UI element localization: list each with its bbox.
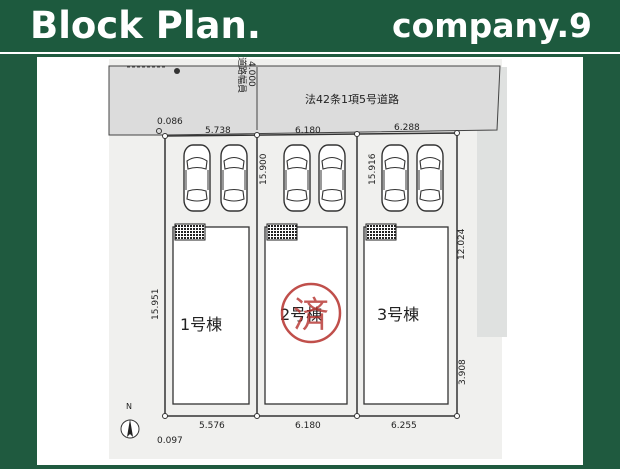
car-icon (220, 144, 248, 212)
dim-vertical-0: 15.900 (259, 153, 269, 185)
house-1-footprint (172, 226, 250, 405)
road (108, 65, 501, 136)
car-icon (283, 144, 311, 212)
compass-label: N (126, 402, 132, 411)
header-bar: Block Plan. company.9 (0, 0, 620, 54)
corner-marker (354, 413, 360, 419)
dim-vertical-3: 15.951 (151, 289, 161, 321)
dim-top-1: 5.738 (205, 126, 231, 136)
dim-top-0: 0.086 (157, 117, 183, 127)
corner-marker (254, 413, 260, 419)
stair-icon (174, 223, 206, 241)
corner-marker (354, 131, 360, 137)
car-icon (381, 144, 409, 212)
corner-marker (454, 413, 460, 419)
road-label: 法42条1項5号道路 (305, 92, 399, 106)
dim-bottom-0: 5.576 (199, 421, 225, 431)
corner-marker (162, 413, 168, 419)
corner-marker (156, 128, 162, 134)
corner-marker (162, 133, 168, 139)
dim-vertical-1: 15.916 (368, 153, 378, 185)
dim-bottom-2: 6.255 (391, 421, 417, 431)
plan-frame: 道路幅員 4.000 法42条1項5号道路 0.086 5.738 6.180 … (37, 57, 583, 465)
lot-label-2: 2号棟 (280, 305, 322, 324)
stair-icon (365, 223, 397, 241)
lot-label-3: 3号棟 (377, 305, 419, 324)
car-icon (183, 144, 211, 212)
car-icon (318, 144, 346, 212)
corner-marker (254, 132, 260, 138)
road-width-value: 4.000 (246, 61, 256, 87)
house-2-footprint (264, 226, 348, 405)
page-title: Block Plan. (30, 4, 261, 47)
road-width-label: 道路幅員 (236, 57, 248, 93)
dim-vertical-4: 3.908 (458, 359, 468, 385)
dim-top-3: 6.288 (394, 123, 420, 133)
dim-bottom-3: 0.097 (157, 436, 183, 446)
sold-stamp-text: 済 (293, 295, 329, 336)
brand-name: company.9 (392, 6, 592, 45)
north-arrow-icon (127, 419, 133, 437)
lot-label-1: 1号棟 (180, 315, 222, 334)
sold-stamp (280, 282, 342, 344)
house-3-footprint (363, 226, 449, 405)
dim-vertical-2: 12.024 (457, 228, 467, 260)
stair-icon (266, 223, 298, 241)
block-plan-diagram: 道路幅員 4.000 法42条1項5号道路 0.086 5.738 6.180 … (108, 57, 507, 459)
dim-top-2: 6.180 (295, 126, 321, 136)
survey-point (174, 68, 180, 74)
corner-marker (454, 130, 460, 136)
car-icon (416, 144, 444, 212)
dim-bottom-1: 6.180 (295, 421, 321, 431)
